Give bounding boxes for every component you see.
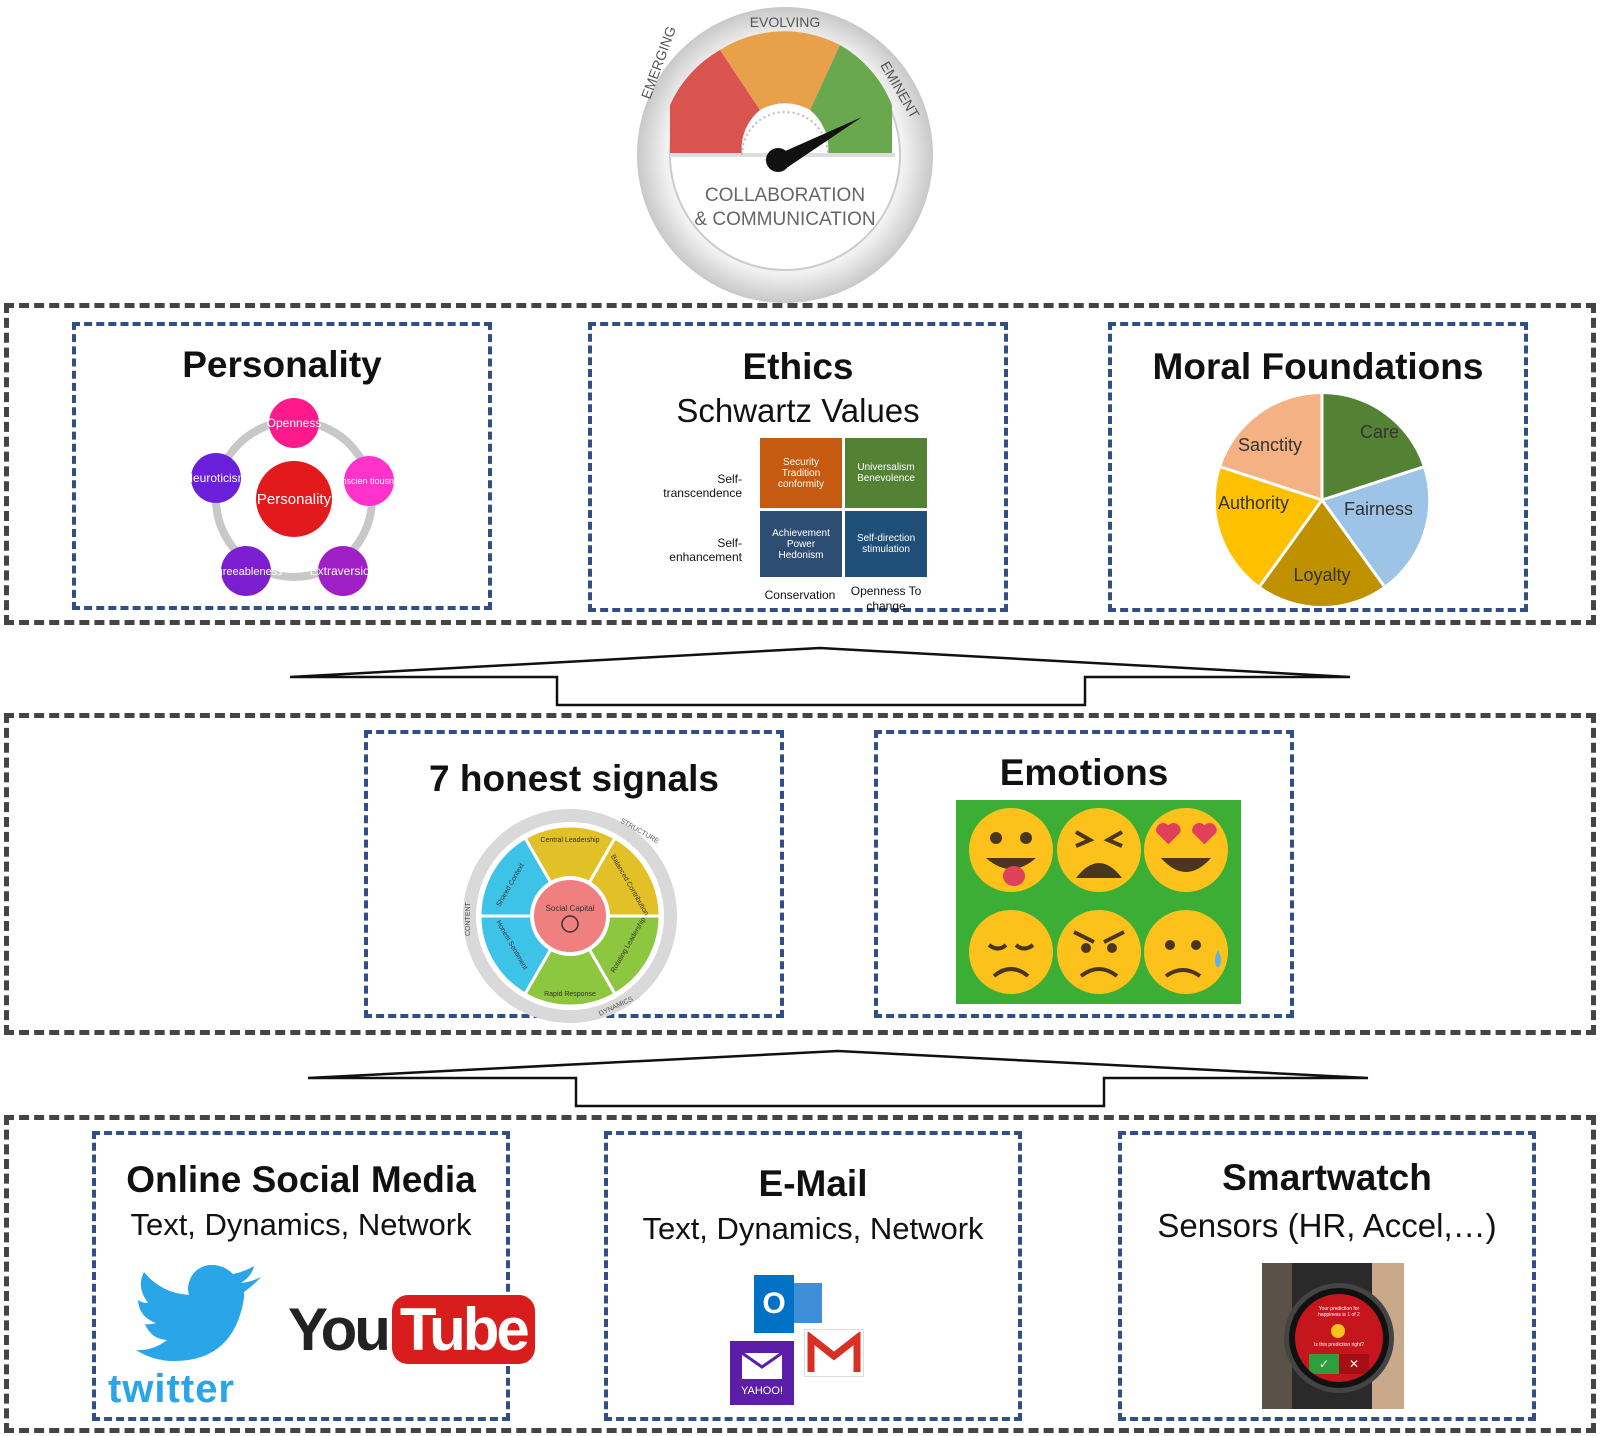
moral-foundations-pie: Care Fairness Loyalty Authority Sanctity	[1215, 393, 1429, 607]
smartwatch-title: Smartwatch	[1222, 1157, 1432, 1198]
yahoo-mail-icon: YAHOO!	[730, 1341, 794, 1405]
segment-label-central-leadership: Central Leadership	[540, 837, 599, 844]
pie-label-sanctity: Sanctity	[1238, 435, 1302, 455]
personality-center-label: Personality	[257, 491, 332, 508]
ethics-cell-achievement: Achievement Power Hedonism	[760, 511, 842, 577]
emotions-title: Emotions	[999, 752, 1169, 793]
personality-center-node	[256, 461, 332, 537]
gauge-segment-evolving	[720, 31, 840, 110]
watch-reject-button[interactable]: ✕	[1339, 1354, 1369, 1374]
trait-node-extraversion	[318, 546, 368, 596]
email-subtitle: Text, Dynamics, Network	[642, 1211, 984, 1246]
emoji-disappointed-icon	[969, 910, 1053, 994]
gauge-label-line1: COLLABORATION	[705, 185, 865, 206]
emoji-heart-eyes-icon	[1144, 808, 1228, 892]
ethics-col-label-1: Conservation	[764, 588, 836, 602]
moral-foundations-title: Moral Foundations	[1152, 346, 1484, 387]
moral-foundations-panel: Moral Foundations Care Fairness Loyalty …	[1108, 322, 1528, 612]
social-media-panel: Online Social Media Text, Dynamics, Netw…	[92, 1131, 535, 1421]
segment-label-rapid-response: Rapid Response	[544, 991, 596, 998]
honest-signals-title: 7 honest signals	[429, 758, 719, 799]
emoji-tired-icon	[1057, 808, 1141, 892]
bottom-layer-frame	[4, 1115, 1596, 1433]
ring-label-content: CONTENT	[465, 901, 472, 936]
honest-signals-panel: 7 honest signals Social Capital Central …	[364, 730, 784, 1023]
twitter-wordmark: twitter	[108, 1367, 235, 1411]
gmail-icon: M	[804, 1329, 864, 1377]
emotions-panel: Emotions	[874, 730, 1294, 1018]
pie-slice-authority	[1215, 467, 1322, 586]
emoji-angry-icon	[1057, 910, 1141, 994]
youtube-you: You	[288, 1296, 391, 1363]
trait-node-agreeableness	[221, 546, 271, 596]
pie-label-care: Care	[1360, 422, 1399, 442]
smartwatch-panel: Smartwatch Sensors (HR, Accel,…) Your pr…	[1118, 1131, 1536, 1421]
watch-screen: Your prediction for happiness is 1 of 2 …	[1295, 1294, 1383, 1382]
pie-label-fairness: Fairness	[1344, 499, 1413, 519]
trait-node-conscientiousness	[344, 456, 394, 506]
pie-slice-fairness	[1322, 467, 1429, 586]
outlook-icon: O	[754, 1275, 826, 1333]
top-layer-frame	[4, 303, 1596, 625]
smartwatch-subtitle: Sensors (HR, Accel,…)	[1157, 1207, 1497, 1244]
ethics-panel: Ethics Schwartz Values Self-transcendenc…	[588, 322, 1008, 613]
emoji-tongue-out-icon	[969, 808, 1053, 892]
trait-label-openness: Openness	[267, 416, 322, 430]
watch-confirm-button[interactable]: ✓	[1309, 1354, 1339, 1374]
smartwatch-photo: Your prediction for happiness is 1 of 2 …	[1262, 1263, 1404, 1409]
ethics-row-label-2: Self-enhancement	[669, 536, 742, 564]
collaboration-gauge: COLLABORATION & COMMUNICATION EMERGING E…	[637, 7, 933, 303]
personality-title: Personality	[182, 344, 382, 385]
pie-slice-loyalty	[1260, 500, 1384, 607]
trait-node-openness	[269, 398, 319, 448]
gauge-segment-eminent	[810, 45, 892, 155]
pie-slice-care	[1322, 393, 1423, 500]
upward-arrow-2	[308, 1049, 1369, 1108]
emoji-sad-sweat-icon	[1144, 910, 1228, 994]
youtube-tube: Tube	[391, 1295, 535, 1364]
personality-diagram: Personality Openness Conscien tiousness …	[184, 398, 406, 596]
social-capital-label: Social Capital	[546, 904, 595, 913]
social-media-subtitle: Text, Dynamics, Network	[130, 1207, 472, 1242]
ethics-cell-universalism: Universalism Benevolence	[845, 438, 927, 508]
ethics-row-label-1: Self-transcendence	[663, 472, 742, 500]
honest-signals-wheel: Social Capital Central Leadership Balanc…	[463, 809, 677, 1023]
social-media-title: Online Social Media	[126, 1159, 476, 1200]
segment-rapid-response	[522, 912, 618, 1008]
twitter-bird-icon	[136, 1265, 261, 1361]
middle-layer-frame	[4, 713, 1596, 1035]
gauge-arc-evolving: EVOLVING	[750, 14, 821, 30]
trait-label-extraversion: Extraversion	[310, 564, 377, 578]
youtube-logo-icon: You Tube	[288, 1295, 535, 1364]
trait-label-agreeableness: Agreeableness	[209, 566, 283, 578]
pie-label-loyalty: Loyalty	[1293, 565, 1350, 585]
email-panel: E-Mail Text, Dynamics, Network O YAHOO! …	[604, 1131, 1022, 1421]
trait-label-neuroticism: Neuroticism	[184, 471, 247, 485]
email-title: E-Mail	[758, 1163, 868, 1204]
emotions-grid	[956, 800, 1241, 1004]
ethics-cell-self-direction: Self-direction stimulation	[845, 511, 927, 577]
gauge-needle	[765, 117, 862, 167]
trait-node-neuroticism	[191, 453, 241, 503]
ethics-col-label-2: Openness To change	[850, 584, 922, 613]
pie-slice-sanctity	[1221, 393, 1322, 500]
segment-central-leadership	[522, 824, 618, 920]
upward-arrow-1	[290, 646, 1351, 707]
gauge-label-line2: & COMMUNICATION	[694, 209, 875, 230]
trait-label-conscientiousness: Conscien tiousness	[330, 476, 406, 486]
ethics-cell-security: Security Tradition conformity	[760, 438, 842, 508]
ethics-title: Ethics	[742, 346, 854, 387]
pie-label-authority: Authority	[1218, 493, 1289, 513]
ethics-subtitle: Schwartz Values	[676, 392, 920, 429]
personality-panel: Personality Personality Openness Conscie…	[72, 322, 492, 610]
